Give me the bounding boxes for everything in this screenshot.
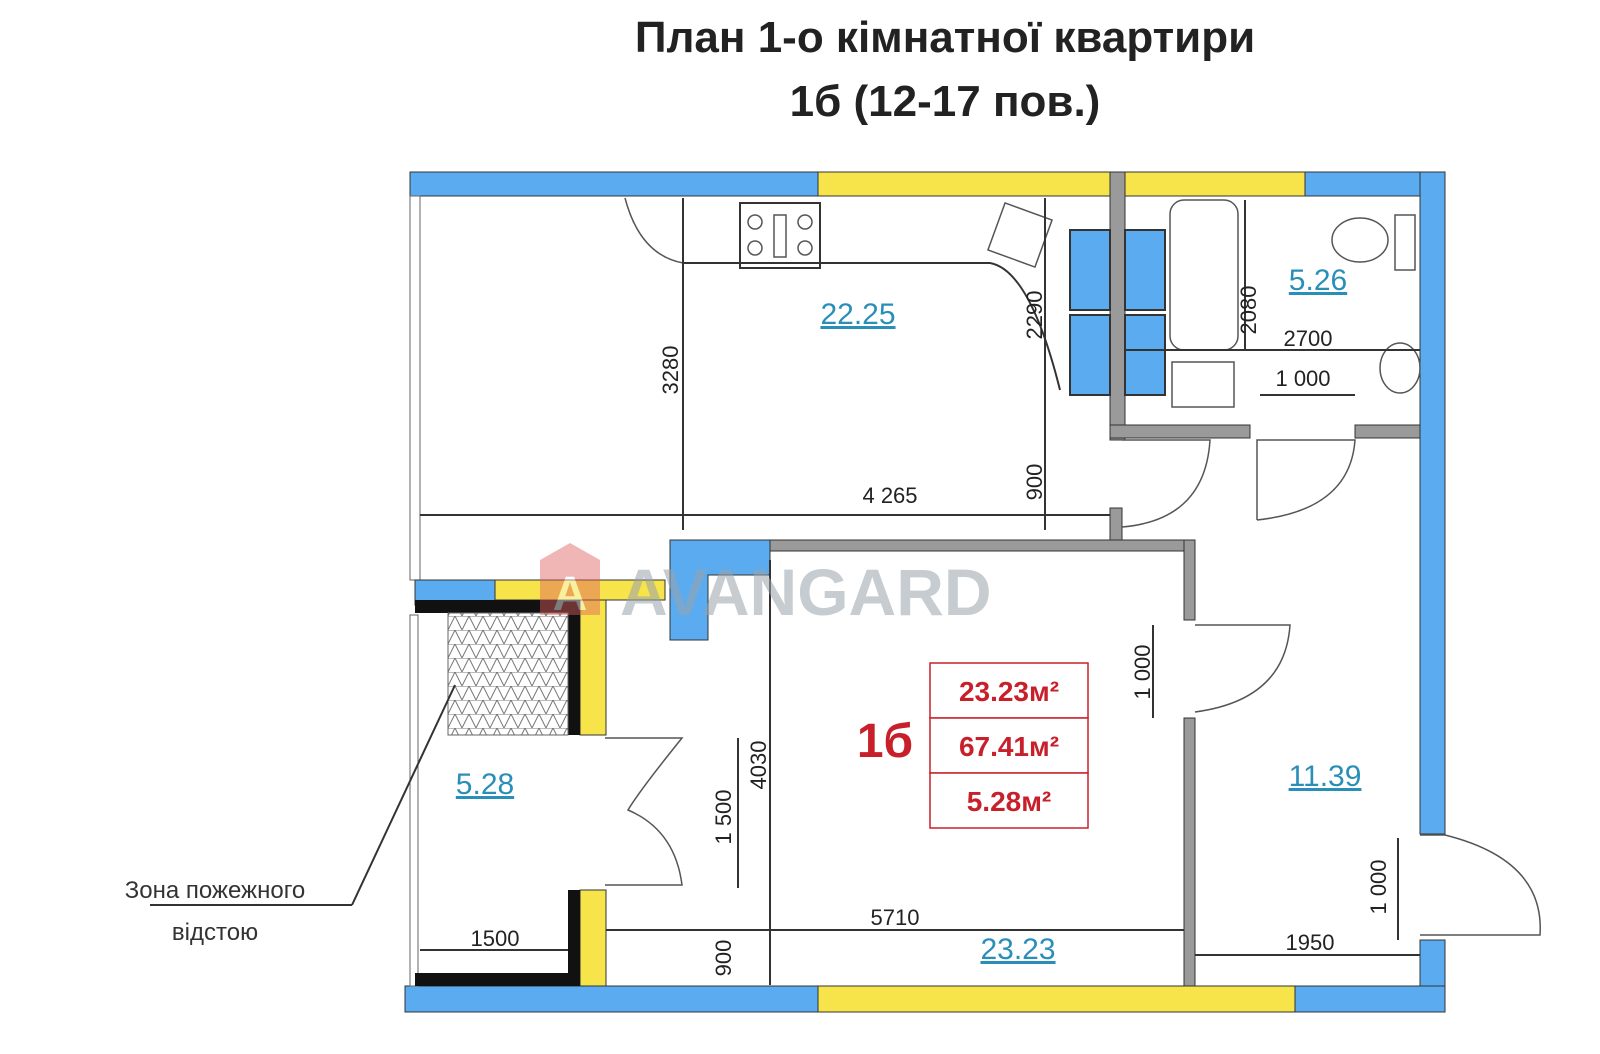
shelter-door[interactable] xyxy=(605,737,684,886)
dim-900-bottom: 900 xyxy=(711,940,736,977)
bathtub-icon xyxy=(1169,199,1239,351)
bathroom-door[interactable] xyxy=(1121,439,1211,528)
annotation-line2: відстою xyxy=(172,919,258,946)
walls xyxy=(404,171,1446,1013)
unit-label: 1б xyxy=(857,715,913,768)
dim-1950: 1950 xyxy=(1286,930,1335,955)
balcony-door-swing xyxy=(624,197,684,264)
kitchen-sink-icon xyxy=(986,201,1054,269)
dim-1500-vertical: 1 500 xyxy=(711,789,736,844)
dim-2080: 2080 xyxy=(1236,286,1261,335)
dim-1000-entry: 1 000 xyxy=(1366,859,1391,914)
area-kitchen-living: 22.25 xyxy=(820,298,895,331)
toilet-tank-icon xyxy=(1394,214,1416,271)
dim-1000-door: 1 000 xyxy=(1130,644,1155,699)
entry-door[interactable] xyxy=(1420,834,1541,936)
kitchen-counter xyxy=(682,198,1061,391)
dim-3280: 3280 xyxy=(658,346,683,395)
washbasin-icon xyxy=(1171,361,1235,408)
dim-5710: 5710 xyxy=(871,905,920,930)
area-summary: 1б 23.23м² 67.41м² 5.28м² xyxy=(857,662,1089,829)
total-area: 67.41м² xyxy=(959,731,1059,762)
svg-text:A: A xyxy=(553,568,588,621)
wc-door[interactable] xyxy=(1256,439,1356,521)
dim-1500-horizontal: 1500 xyxy=(471,926,520,951)
plan-title: План 1-о кімнатної квартири xyxy=(635,13,1255,62)
watermark-text: AVANGARD xyxy=(620,555,992,629)
dim-4265: 4 265 xyxy=(862,483,917,508)
plan-subtitle: 1б (12-17 пов.) xyxy=(790,77,1101,126)
area-hall: 11.39 xyxy=(1289,760,1362,793)
shelter-area: 5.28м² xyxy=(967,786,1052,817)
stove-icon xyxy=(739,202,821,269)
dim-900-top: 900 xyxy=(1022,464,1047,501)
wardrobe-icon xyxy=(1069,229,1166,396)
dim-1000-bath: 1 000 xyxy=(1275,366,1330,391)
annotation-line1: Зона пожежного xyxy=(125,877,306,904)
fire-shelter-zone xyxy=(447,612,569,736)
watermark-logo: A xyxy=(540,543,600,621)
area-shelter: 5.28 xyxy=(456,768,514,801)
dim-2290: 2290 xyxy=(1022,291,1047,340)
room-door[interactable] xyxy=(1194,624,1291,713)
bath-sink-icon xyxy=(1379,342,1421,394)
living-area: 23.23м² xyxy=(959,676,1059,707)
area-room: 23.23 xyxy=(980,933,1055,966)
dimension-lines xyxy=(150,198,1420,985)
area-bathroom: 5.26 xyxy=(1289,264,1347,297)
toilet-icon xyxy=(1331,217,1389,263)
dim-4030: 4030 xyxy=(746,741,771,790)
dim-2700: 2700 xyxy=(1284,326,1333,351)
